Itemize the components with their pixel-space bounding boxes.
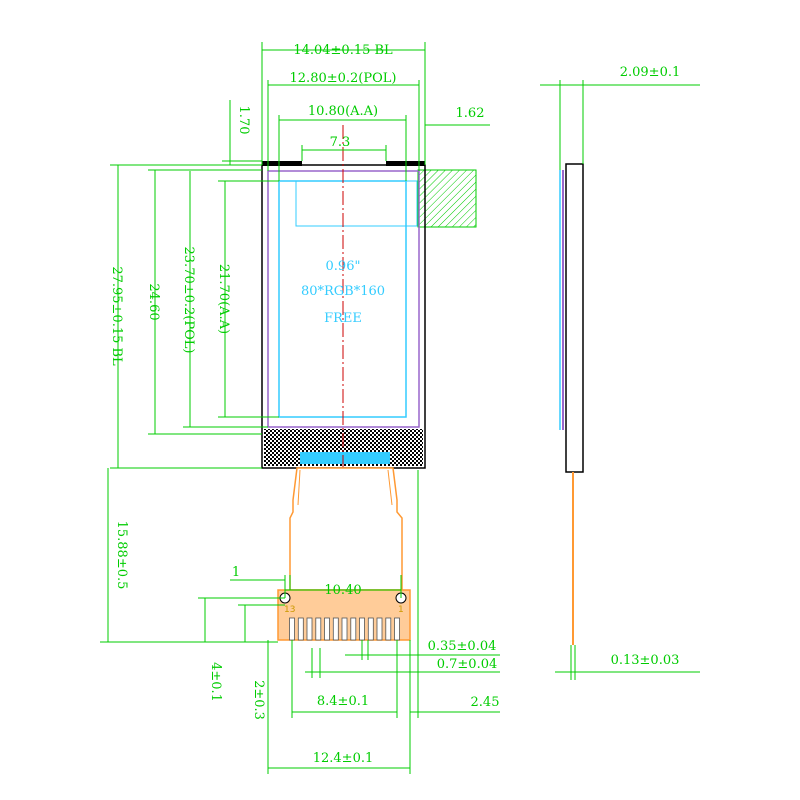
dim-four: 4±0.1 <box>208 662 223 702</box>
panel-resolution-label: 80*RGB*160 <box>301 284 385 299</box>
dim-pol-height: 23.70±0.2(POL) <box>181 247 196 354</box>
side-body <box>565 163 584 473</box>
fpc-pin <box>350 617 357 641</box>
fpc-pin <box>324 617 330 641</box>
dim-pin-pitch: 0.35±0.04 <box>428 639 497 654</box>
dimension-labels: 14.04±0.15 BL 12.80±0.2(POL) 10.80(A.A) … <box>109 43 680 766</box>
fpc-pin <box>341 617 348 641</box>
fpc-pin <box>359 617 365 641</box>
fpc: 13 1 <box>277 467 411 641</box>
fpc-pin <box>385 617 392 641</box>
pin-last-label: 1 <box>398 605 404 615</box>
dim-pin-width: 0.7±0.04 <box>437 657 498 672</box>
fpc-pin <box>332 617 339 641</box>
dim-aa-height: 21.70(A.A) <box>216 264 231 334</box>
dim-fpc-thick: 0.13±0.03 <box>611 653 680 668</box>
dim-bl-width: 14.04±0.15 BL <box>293 43 393 58</box>
fpc-neck <box>289 467 403 591</box>
dim-two45: 2.45 <box>471 695 500 710</box>
fpc-pins <box>289 617 400 641</box>
dim-pitch-span: 10.40 <box>324 583 361 598</box>
driver-ic <box>300 452 390 464</box>
dim-pol-width: 12.80±0.2(POL) <box>290 71 397 86</box>
panel-size-label: 0.96" <box>326 259 361 274</box>
dim-top-170: 1.70 <box>236 106 251 135</box>
dim-two: 2±0.3 <box>251 680 266 720</box>
dim-eight: 8.4±0.1 <box>317 694 369 709</box>
dim-fpc-length: 15.88±0.5 <box>114 521 129 590</box>
fpc-tail-right <box>387 469 393 506</box>
fpc-pin <box>394 617 400 641</box>
dim-thickness: 2.09±0.1 <box>620 65 681 80</box>
fpc-pin <box>306 617 313 641</box>
fpc-pin <box>297 617 304 641</box>
fpc-tab-hatch <box>417 169 477 228</box>
fpc-tail-left <box>297 469 301 506</box>
dim-h-2460: 24.60 <box>146 283 161 320</box>
dim-offset-73: 7.3 <box>330 135 351 150</box>
fpc-pin <box>376 617 383 641</box>
dim-side-162: 1.62 <box>456 106 485 121</box>
fpc-pin <box>367 617 374 641</box>
pin-first-label: 13 <box>284 605 295 615</box>
dimension-lines <box>100 42 700 774</box>
fpc-pin <box>315 617 322 641</box>
dim-one: 1 <box>232 565 240 580</box>
inner-window <box>295 180 418 227</box>
dim-bl-height: 27.95±0.15 BL <box>109 266 124 366</box>
top-notch-left <box>262 161 302 166</box>
front-view: 0.96" 80*RGB*160 FREE <box>261 125 477 560</box>
dim-twelve: 12.4±0.1 <box>313 751 374 766</box>
fpc-pin <box>289 617 295 641</box>
dim-aa-width: 10.80(A.A) <box>308 104 378 119</box>
panel-free-label: FREE <box>324 311 362 326</box>
side-view <box>559 163 584 645</box>
